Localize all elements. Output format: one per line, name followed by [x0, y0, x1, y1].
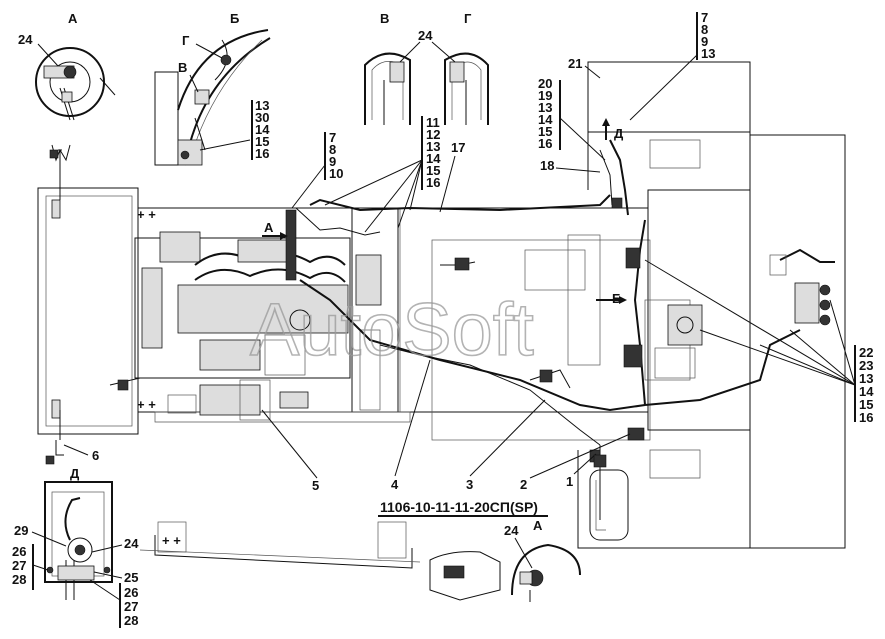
position-17: 17	[451, 140, 465, 155]
stack-engine: 7 8 9 10	[291, 130, 343, 209]
stack-center: 11 12 13 14 15 16	[324, 115, 441, 233]
position-21: 21	[568, 56, 582, 71]
stack-tr-item: 8	[701, 22, 708, 37]
stack-tr-item: 13	[701, 46, 715, 61]
stack-b-item: 13	[255, 98, 269, 113]
frame-mark: + +	[137, 397, 156, 412]
position-24-bottom: 24	[504, 523, 519, 538]
position-4: 4	[391, 477, 399, 492]
stack-right-lower: 22 23 13 14 15 16	[644, 259, 874, 425]
view-label-a-main: А	[264, 220, 274, 235]
view-d-detail	[44, 481, 113, 600]
position-25: 25	[124, 570, 138, 585]
stack-dl-item: 28	[12, 572, 26, 587]
position-6: 6	[92, 448, 99, 463]
frame-mark: + +	[137, 207, 156, 222]
position-24-vg: 24	[418, 28, 433, 43]
view-label-v-inset: В	[178, 60, 187, 75]
stack-tr-item: 7	[701, 10, 708, 25]
stack-rl-item: 14	[859, 384, 874, 399]
stack-rl-item: 16	[859, 410, 873, 425]
stack-dl-item: 27	[12, 558, 26, 573]
stack-c-item: 15	[426, 163, 440, 178]
valve-block-icon	[654, 254, 831, 379]
view-label-d-inset: Д	[70, 466, 80, 481]
stack-en-item: 7	[329, 130, 336, 145]
engine-drawing	[134, 209, 382, 421]
stack-b-item: 15	[255, 134, 269, 149]
view-label-b-main: Б	[612, 291, 621, 306]
stack-b-item: 30	[255, 110, 269, 125]
drawing-number: 1106-10-11-11-20СП(SP)	[380, 499, 538, 515]
view-label-a-top: А	[68, 11, 78, 26]
position-24-d: 24	[124, 536, 139, 551]
view-label-v-top: В	[380, 11, 389, 26]
tank-detail	[589, 454, 629, 541]
view-label-d-main: Д	[614, 126, 624, 141]
position-2: 2	[520, 477, 527, 492]
stack-d-left: 26 27 28	[12, 544, 49, 590]
stack-rm-item: 14	[538, 112, 553, 127]
view-g-detail	[444, 52, 489, 125]
stack-rm-item: 16	[538, 136, 552, 151]
view-v-detail	[364, 52, 411, 125]
stack-c-item: 11	[426, 115, 440, 130]
frame-mark: + +	[162, 533, 181, 548]
position-1: 1	[566, 474, 573, 489]
stack-b-item: 14	[255, 122, 270, 137]
side-view-detail	[139, 521, 501, 601]
view-b-detail	[154, 29, 271, 166]
stack-right-mid: 20 19 13 14 15 16	[538, 76, 606, 161]
position-24-a: 24	[18, 32, 33, 47]
stack-rm-item: 13	[538, 100, 552, 115]
view-label-b-top: Б	[230, 11, 239, 26]
stack-en-item: 10	[329, 166, 343, 181]
stack-c-item: 13	[426, 139, 440, 154]
view-label-g-top: Г	[464, 11, 472, 26]
stack-c-item: 16	[426, 175, 440, 190]
stack-d-bottom: 26 27 28	[89, 579, 138, 628]
stack-rl-item: 23	[859, 358, 873, 373]
stack-c-item: 12	[426, 127, 440, 142]
position-5: 5	[312, 478, 319, 493]
chassis-frame	[37, 187, 751, 441]
stack-db-item: 27	[124, 599, 138, 614]
stack-rm-item: 20	[538, 76, 552, 91]
stack-top-right: 7 8 9 13	[629, 10, 715, 121]
view-a-bottom-detail	[511, 543, 581, 602]
stack-rl-item: 13	[859, 371, 873, 386]
stack-db-item: 26	[124, 585, 138, 600]
stack-en-item: 9	[329, 154, 336, 169]
stack-rm-item: 19	[538, 88, 552, 103]
position-29: 29	[14, 523, 28, 538]
stack-rl-item: 22	[859, 345, 873, 360]
stack-rm-item: 15	[538, 124, 552, 139]
view-label-a-bottom: А	[533, 518, 543, 533]
view-a-detail	[35, 43, 116, 121]
stack-en-item: 8	[329, 142, 336, 157]
stack-dl-item: 26	[12, 544, 26, 559]
position-18: 18	[540, 158, 554, 173]
stack-rl-item: 15	[859, 397, 873, 412]
stack-tr-item: 9	[701, 34, 708, 49]
stack-db-item: 28	[124, 613, 138, 628]
watermark: AutoSoft	[250, 288, 534, 371]
stack-b-item: 16	[255, 146, 269, 161]
stack-b-view: 13 30 14 15 16	[251, 98, 270, 161]
view-label-g-inset: Г	[182, 33, 190, 48]
position-3: 3	[466, 477, 473, 492]
stack-c-item: 14	[426, 151, 441, 166]
